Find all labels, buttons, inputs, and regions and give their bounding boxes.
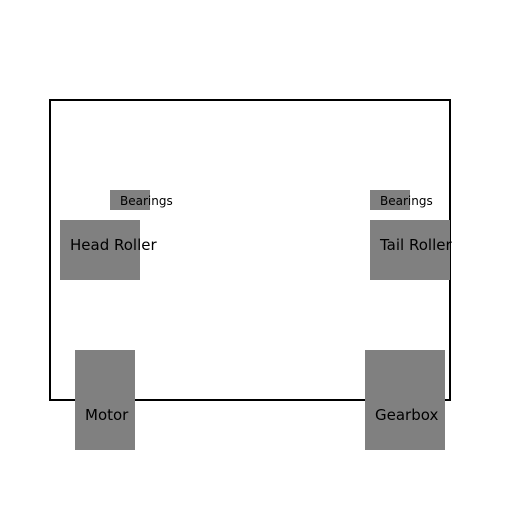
bearings-right-block bbox=[370, 190, 410, 210]
head-roller-block bbox=[60, 220, 140, 280]
motor-label: Motor bbox=[85, 406, 129, 424]
tail-roller-label: Tail Roller bbox=[379, 236, 452, 254]
bearings-right-label: Bearings bbox=[380, 194, 433, 208]
head-roller-label: Head Roller bbox=[70, 236, 157, 254]
bearings-left-block bbox=[110, 190, 150, 210]
gearbox-block bbox=[365, 350, 445, 450]
gearbox-label: Gearbox bbox=[375, 406, 438, 424]
motor-block bbox=[75, 350, 135, 450]
bearings-left-label: Bearings bbox=[120, 194, 173, 208]
tail-roller-block bbox=[370, 220, 450, 280]
